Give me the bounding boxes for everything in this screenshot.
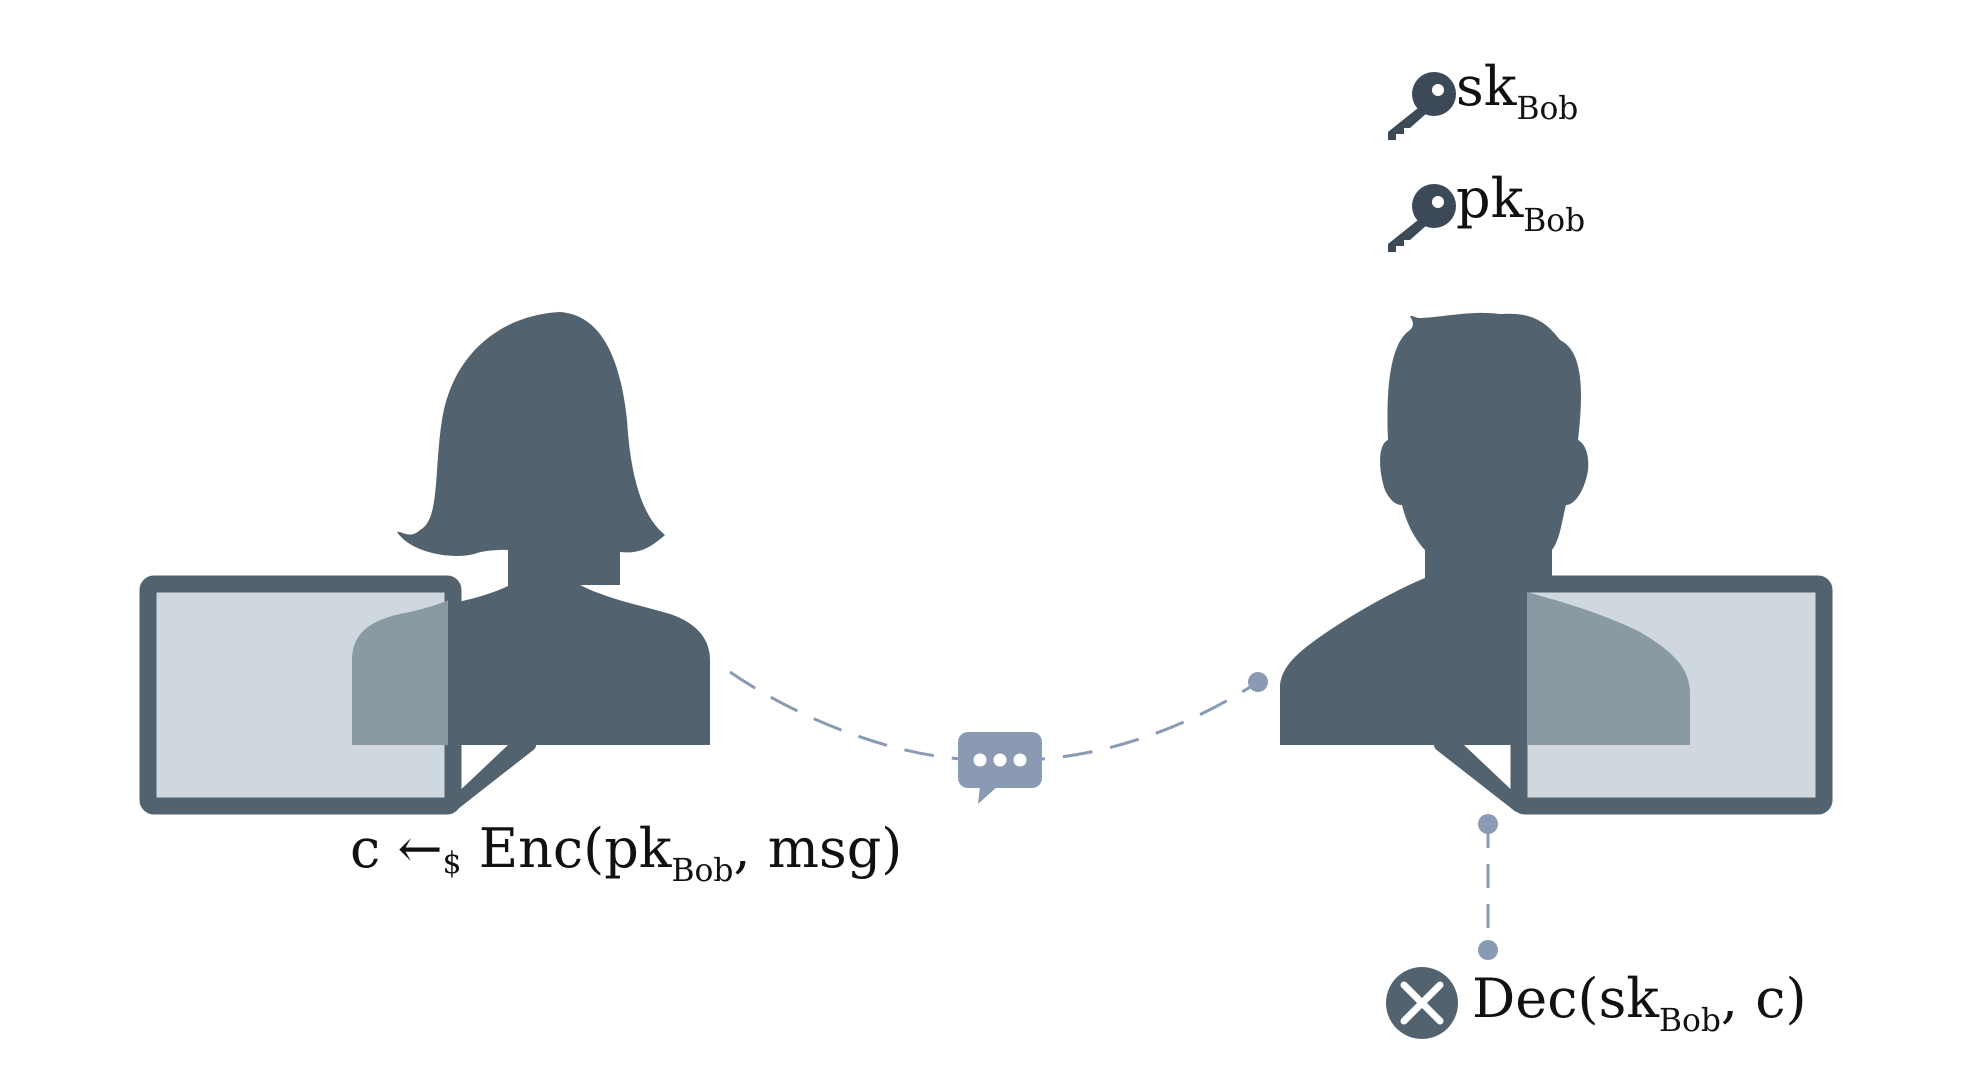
encrypt-formula: c ←$ Enc(pkBob, msg): [350, 817, 903, 890]
public-key-label: pkBob: [1456, 167, 1586, 240]
chat-bubble-icon: [958, 732, 1042, 804]
laptop-right: [1434, 575, 1833, 815]
x-circle-icon: [1386, 967, 1458, 1039]
channel-endpoint-dot: [1248, 672, 1268, 692]
decrypt-formula: Dec(skBob, c): [1472, 967, 1807, 1040]
laptop-left: [139, 575, 536, 815]
bob-figure: [1280, 312, 1833, 815]
secret-key-label: skBob: [1456, 55, 1579, 128]
key-icon: [1388, 72, 1456, 140]
decrypt-connector: [1478, 814, 1498, 960]
alice-figure: [139, 312, 710, 815]
key-icon: [1388, 184, 1456, 252]
communication-channel: [729, 670, 1268, 804]
